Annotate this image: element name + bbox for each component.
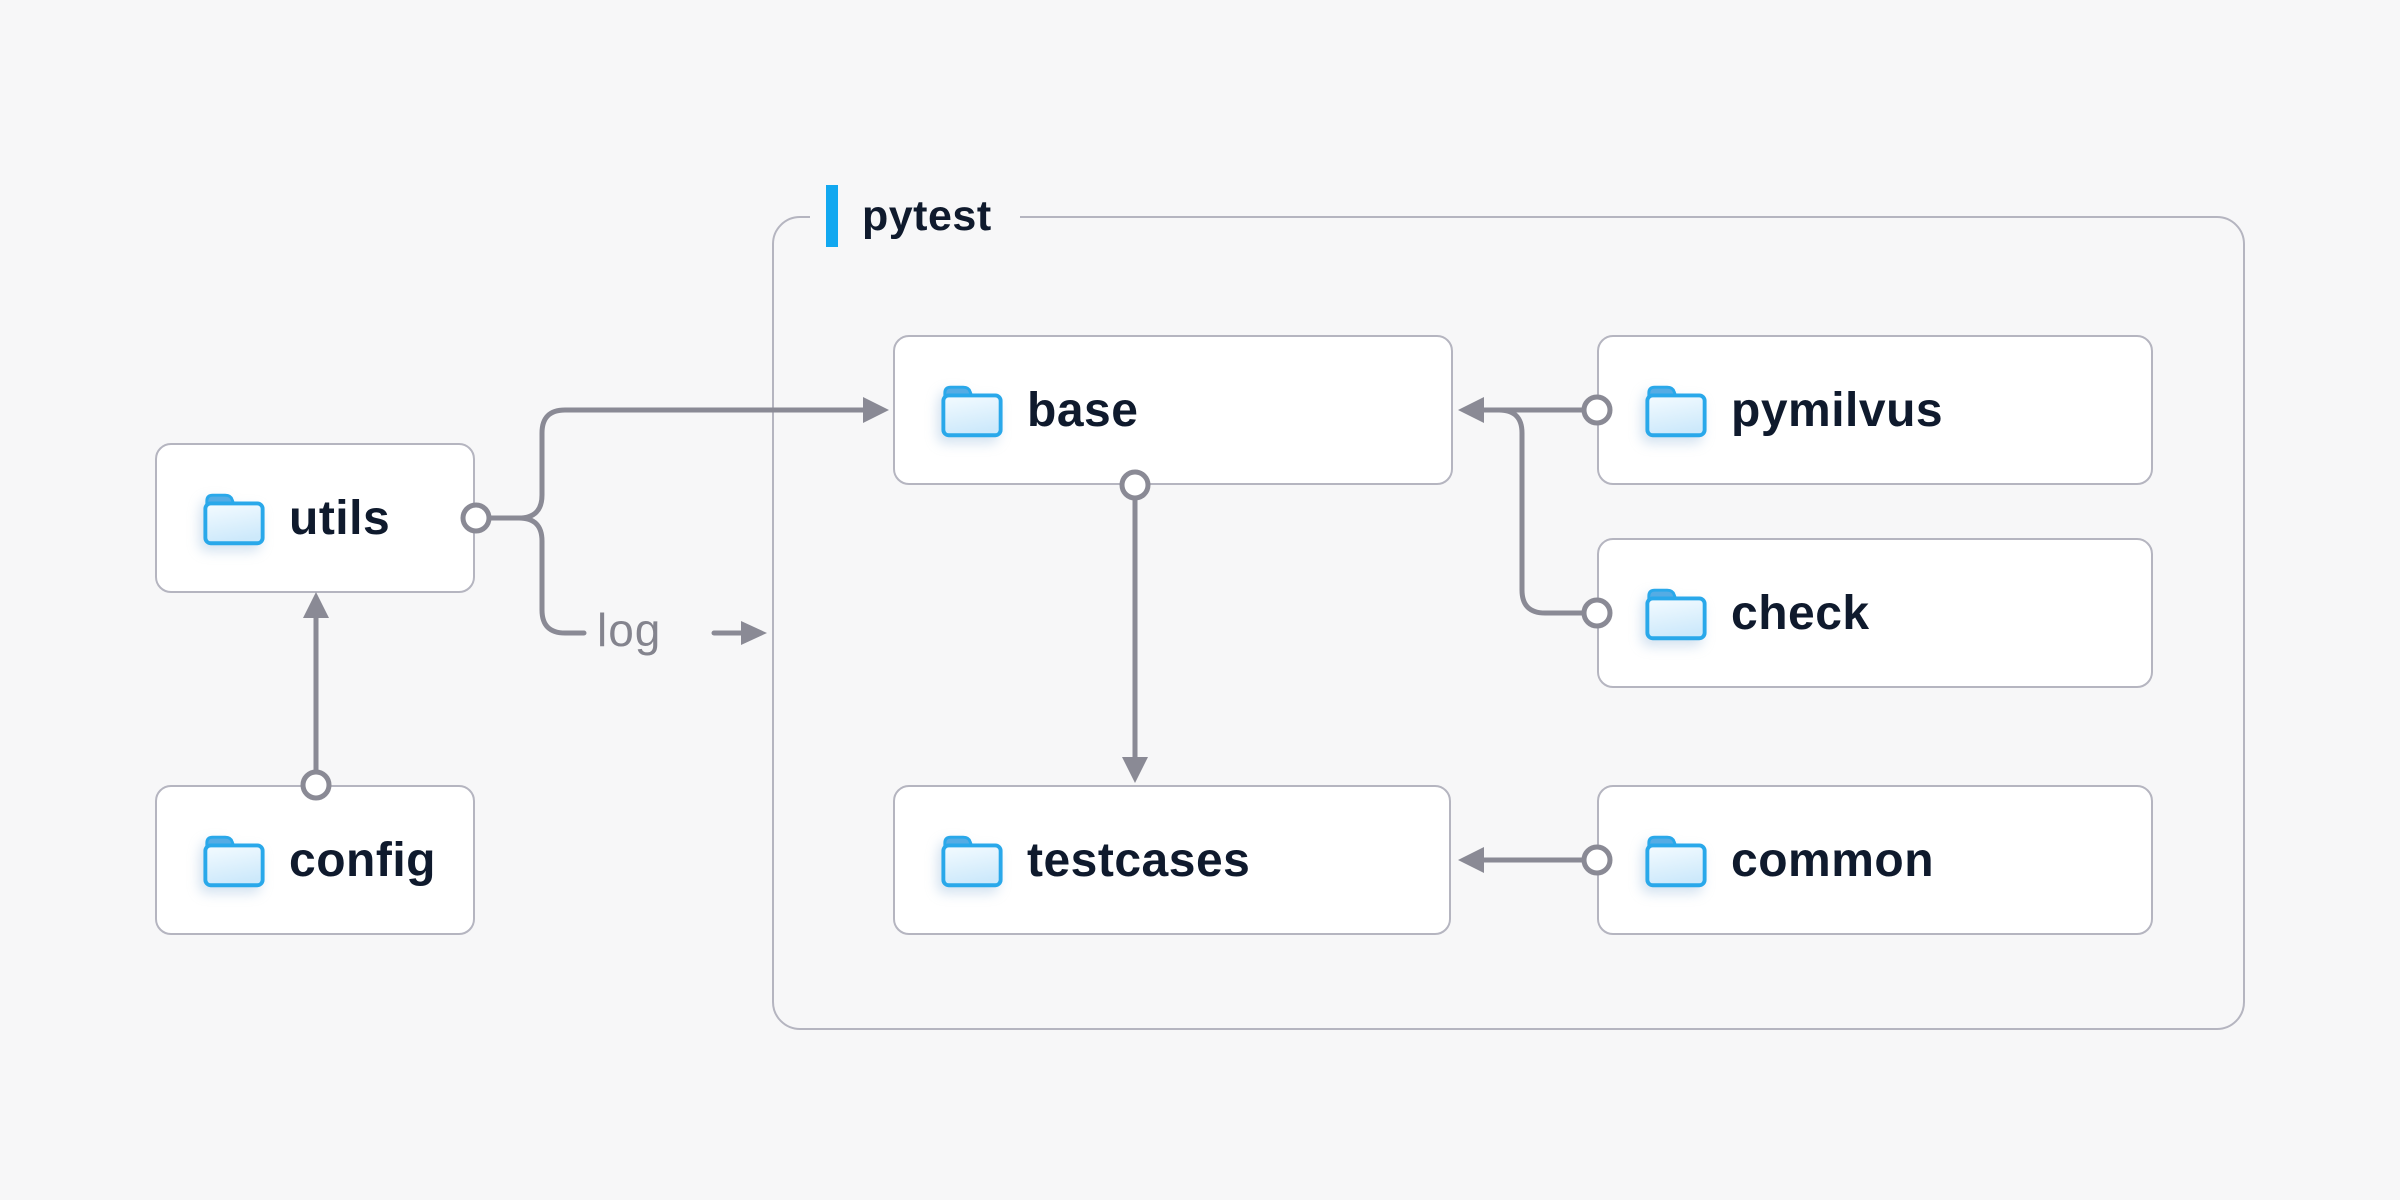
pytest-group-label: pytest <box>810 183 1020 249</box>
node-pymilvus[interactable]: pymilvus <box>1597 335 2153 485</box>
pytest-group-container <box>772 216 2245 1030</box>
folder-icon <box>1643 585 1709 642</box>
edge-utils-log <box>516 515 587 636</box>
folder-icon <box>201 832 267 889</box>
log-edge-label: log <box>597 604 662 656</box>
node-label: base <box>1027 383 1139 437</box>
folder-icon <box>939 382 1005 439</box>
node-check[interactable]: check <box>1597 538 2153 688</box>
group-label-text: pytest <box>862 191 992 240</box>
node-label: config <box>289 833 436 887</box>
node-label: common <box>1731 833 1935 887</box>
node-common[interactable]: common <box>1597 785 2153 935</box>
node-utils[interactable]: utils <box>155 443 475 593</box>
folder-icon <box>1643 382 1709 439</box>
node-base[interactable]: base <box>893 335 1453 485</box>
node-config[interactable]: config <box>155 785 475 935</box>
edge-config-utils <box>300 592 332 801</box>
folder-icon <box>201 490 267 547</box>
folder-icon <box>1643 832 1709 889</box>
node-testcases[interactable]: testcases <box>893 785 1451 935</box>
node-label: utils <box>289 491 391 545</box>
node-label: check <box>1731 586 1870 640</box>
node-label: testcases <box>1027 833 1251 887</box>
node-label: pymilvus <box>1731 383 1944 437</box>
folder-icon <box>939 832 1005 889</box>
accent-bar <box>826 185 838 247</box>
log-arrow <box>711 621 767 645</box>
